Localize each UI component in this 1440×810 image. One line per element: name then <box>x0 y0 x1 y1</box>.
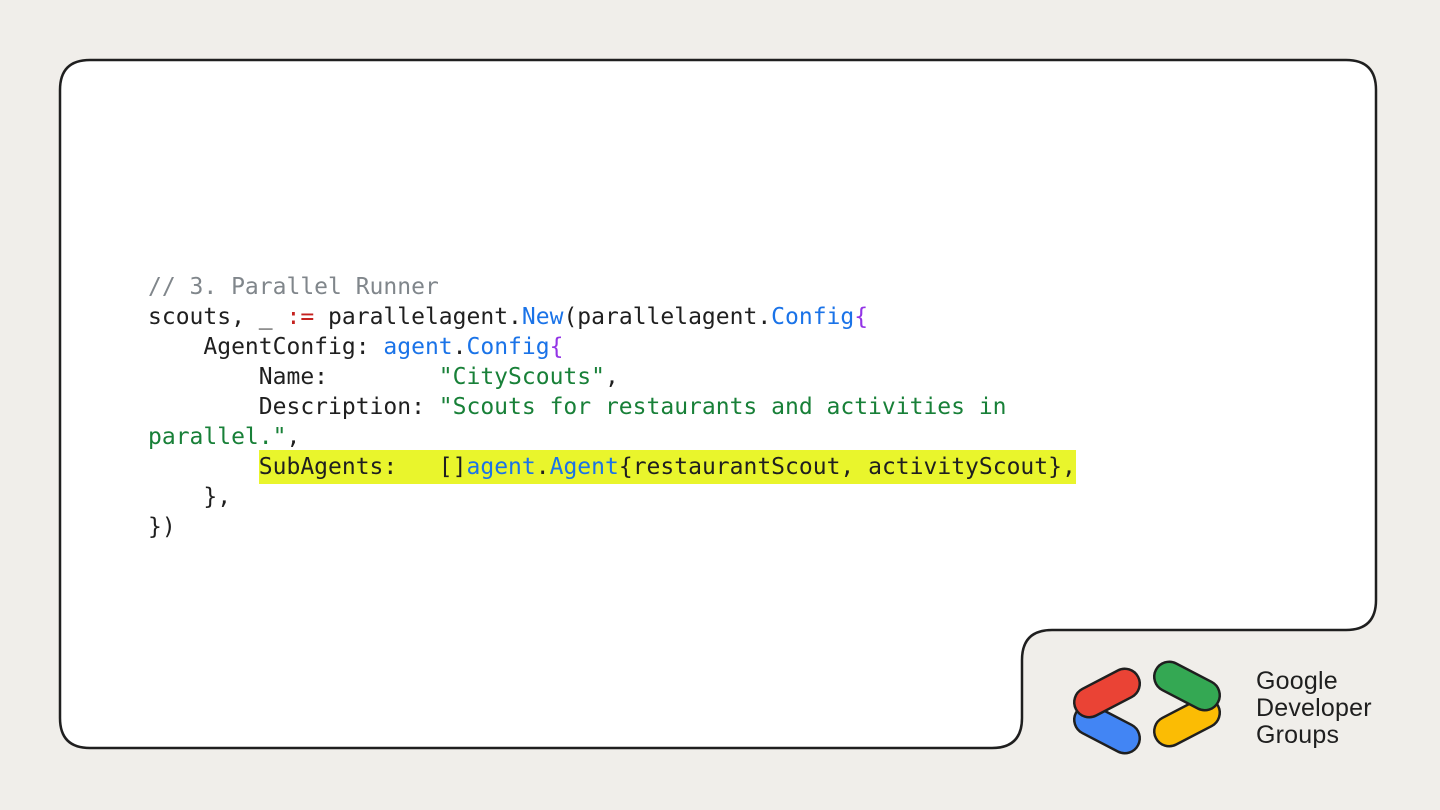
gdg-logo-text-line: Developer <box>1256 693 1372 722</box>
gdg-logo-text-line: Google <box>1256 666 1338 695</box>
code-segment: { <box>854 304 869 330</box>
logo-green-bar <box>1153 660 1221 712</box>
code-segment: AgentConfig: <box>148 334 384 360</box>
code-segment: // 3. Parallel Runner <box>148 274 439 300</box>
code-segment: }) <box>148 514 176 540</box>
logo-red-bar <box>1073 667 1141 719</box>
code-segment: Config <box>466 334 550 360</box>
code-segment: {restaurantScout, activityScout} <box>618 450 1062 484</box>
gdg-logo-text: Google Developer Groups <box>1256 666 1372 749</box>
code-segment: parallelagent. <box>314 304 522 330</box>
code-line: }, <box>148 482 1076 512</box>
code-segment <box>148 454 259 480</box>
code-segment: scouts, _ <box>148 304 287 330</box>
code-segment: Description: <box>148 394 439 420</box>
code-line: parallel.", <box>148 422 1076 452</box>
code-segment: Agent <box>549 450 619 484</box>
code-card-outline <box>58 58 1378 750</box>
code-segment: }, <box>148 484 232 510</box>
code-segment: , <box>1061 450 1076 484</box>
code-line: Name: "CityScouts", <box>148 362 1076 392</box>
code-segment: parallel." <box>148 424 287 450</box>
code-segment: := <box>286 304 315 330</box>
code-segment: "Scouts for restaurants and activities i… <box>438 394 1007 420</box>
code-segment: Config <box>771 304 855 330</box>
code-segment: Name: <box>148 364 439 390</box>
code-segment: agent <box>466 450 536 484</box>
gdg-logo-text-line: Groups <box>1256 720 1340 749</box>
code-segment: (parallelagent. <box>563 304 772 330</box>
code-segment: . <box>535 450 550 484</box>
code-segment: New <box>521 304 564 330</box>
code-line: Description: "Scouts for restaurants and… <box>148 392 1076 422</box>
code-segment: . <box>452 334 467 360</box>
code-segment: SubAgents: [] <box>258 450 467 484</box>
code-segment: , <box>604 364 619 390</box>
code-segment: { <box>549 334 564 360</box>
code-line: SubAgents: []agent.Agent{restaurantScout… <box>148 450 1076 484</box>
gdg-logo-icon <box>1073 660 1221 755</box>
code-line: }) <box>148 512 1076 542</box>
code-segment: "CityScouts" <box>438 364 605 390</box>
gdg-logo: Google Developer Groups <box>1062 658 1372 758</box>
code-segment: , <box>286 424 301 450</box>
code-line: scouts, _ := parallelagent.New(parallela… <box>148 302 1076 332</box>
code-line: AgentConfig: agent.Config{ <box>148 332 1076 362</box>
code-segment: agent <box>383 334 453 360</box>
code-line: // 3. Parallel Runner <box>148 272 1076 302</box>
